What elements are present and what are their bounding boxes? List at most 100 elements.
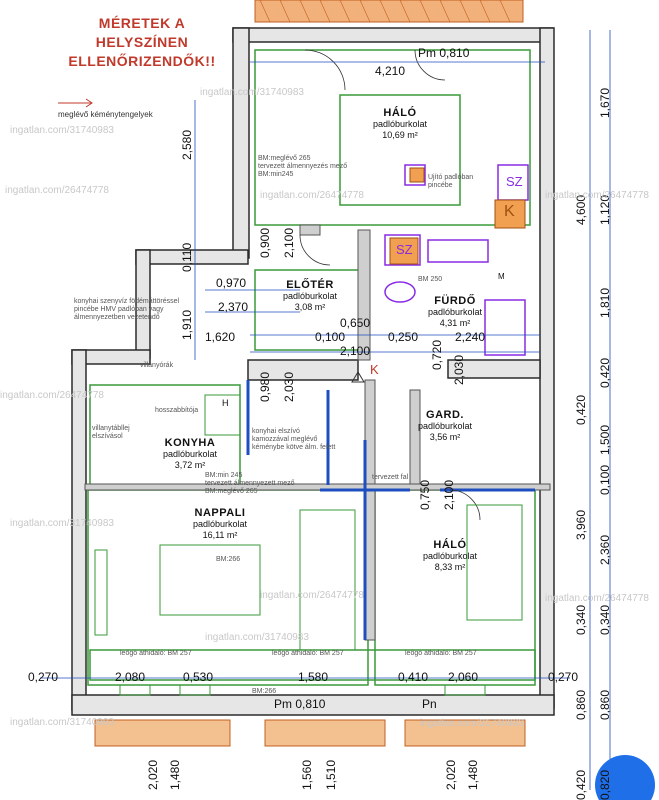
dim-b0530: 0,530: [183, 670, 214, 684]
vdim-bt2020b: 2,020: [444, 759, 458, 790]
watermark: ingatlan.com/26474778: [260, 590, 364, 601]
vdim-0860b: 0,860: [598, 689, 612, 720]
dim-pn: Pn: [422, 697, 437, 711]
vdim-2030a: 2,030: [282, 371, 296, 402]
dim-2370: 2,370: [218, 300, 249, 314]
room-area: 16,11 m²: [202, 530, 238, 540]
vdim-1810: 1,810: [598, 287, 612, 318]
chimney-boxes: [389, 167, 526, 265]
watermark: ingatlan.com/31740983: [10, 717, 114, 728]
room-name: KONYHA: [164, 437, 216, 449]
note-bm-min245-1: BM:min 245: [205, 472, 243, 479]
vdim-0980: 0,980: [258, 371, 272, 402]
note-bm265-3: BM:min245: [258, 171, 294, 178]
dim-b0410: 0,410: [398, 670, 429, 684]
walls: [71, 27, 555, 716]
note-legoto-1: leõgó áthidaló: BM 257: [120, 650, 192, 657]
note-bm265: BM:meglévő 265 tervezett álmennyezés mez…: [258, 155, 378, 179]
note-hosszabb: hosszabbítója: [155, 407, 199, 414]
bottom-windows: [94, 719, 526, 747]
dim-b0270b: 0,270: [548, 670, 579, 684]
dim-2240: 2,240: [455, 330, 486, 344]
watermark: ingatlan.com/31740983: [420, 718, 524, 729]
label-m: M: [498, 272, 505, 281]
note-bm266b: BM:266: [252, 688, 277, 695]
watermark: ingatlan.com/26474778: [545, 593, 649, 604]
dim-0250: 0,250: [388, 330, 419, 344]
label-sz-1: SZ: [506, 174, 523, 189]
room-floor: padlóburkolat: [162, 449, 218, 459]
vdim-1670: 1,670: [598, 87, 612, 118]
blue-walls: [246, 380, 535, 640]
vdim-0100: 0,100: [598, 464, 612, 495]
dim-b0270a: 0,270: [28, 670, 59, 684]
vdim-2030b: 2,030: [452, 354, 466, 385]
room-area: 3,08 m²: [294, 302, 326, 312]
watermark: ingatlan.com/31740983: [205, 632, 309, 643]
warning-line-1: MÉRETEK A: [98, 15, 186, 31]
vdim-0860a: 0,860: [574, 689, 588, 720]
note-legoto-2: leőgó áthidaló: BM 257: [272, 650, 344, 657]
label-sz-2: SZ: [396, 242, 413, 257]
watermark: ingatlan.com/31740983: [10, 125, 114, 136]
note-bm265-1: BM:meglévő 265: [258, 155, 311, 162]
vdim-bt1560: 1,560: [300, 759, 314, 790]
room-area: 4,31 m²: [439, 318, 471, 328]
vdim-2360: 2,360: [598, 534, 612, 565]
note-bm-min245-2: tervezett álmennyezett mező: [205, 480, 295, 487]
note-bm250: BM 250: [418, 276, 443, 283]
corner-circle: [595, 755, 655, 800]
bathroom-fixtures: [384, 164, 529, 356]
watermark: ingatlan.com/31740983: [10, 518, 114, 529]
room-area: 3,56 m²: [429, 432, 461, 442]
note-bm265-2: tervezett álmennyezés mező: [258, 163, 348, 170]
room-floor: padlóburkolat: [192, 519, 248, 529]
room-name: FÜRDŐ: [434, 295, 476, 307]
room-eloter: ELŐTÉR padlóburkolat 3,08 m²: [260, 280, 360, 313]
room-floor: padlóburkolat: [282, 291, 338, 301]
vdim-bt1480a: 1,480: [168, 759, 182, 790]
warning-line-3: ELLENŐRIZENDŐK!!: [68, 53, 216, 69]
dim-pm-bottom: Pm 0,810: [274, 697, 326, 711]
room-gard: GARD. padlóburkolat 3,56 m²: [395, 410, 495, 443]
vdim-0900: 0,900: [258, 227, 272, 258]
label-k-2: K: [370, 362, 379, 377]
vdim-2100b: 2,100: [442, 479, 456, 510]
balcony-hatch: [254, 0, 524, 23]
warning-line-2: HELYSZÍNEN: [95, 34, 189, 50]
dim-4210: 4,210: [375, 64, 406, 78]
warning-note: MÉRETEK A HELYSZÍNEN ELLENŐRIZENDŐK!!: [52, 14, 232, 71]
note-legoto-3: leõgó áthidaló: BM 257: [405, 650, 477, 657]
dim-b2080: 2,080: [115, 670, 146, 684]
room-name: NAPPALI: [194, 507, 246, 519]
vdim-0420a: 0,420: [598, 357, 612, 388]
room-floor: padlóburkolat: [372, 119, 428, 129]
dim-0650: 0,650: [340, 316, 371, 330]
watermark: ingatlan.com/31740983: [200, 87, 304, 98]
furniture: [94, 394, 523, 696]
vdim-0420b: 0,420: [574, 394, 588, 425]
vdim-0750: 0,750: [418, 479, 432, 510]
room-name: GARD.: [426, 409, 464, 421]
room-name: ELŐTÉR: [286, 279, 334, 291]
room-furdo: FÜRDŐ padlóburkolat 4,31 m²: [405, 296, 505, 329]
vdim-bt0820: 0,820: [598, 769, 612, 800]
room-name: HÁLÓ: [383, 107, 417, 119]
note-tervezett-fal: tervezett fal: [372, 474, 409, 481]
vdim-3960: 3,960: [574, 509, 588, 540]
room-floor: padlóburkolat: [427, 307, 483, 317]
dim-0100: 0,100: [315, 330, 346, 344]
note-villanyorak: villanyórák: [140, 362, 174, 369]
room-halo-bottom: HÁLÓ padlóburkolat 8,33 m²: [395, 540, 505, 573]
note-bm-min245: BM:min 245 tervezett álmennyezett mező B…: [205, 472, 335, 496]
dimension-lines: [40, 30, 611, 790]
note-konyhai-elszivo: konyhai elszívó kamozzával meglévő kémén…: [252, 428, 336, 451]
watermark: ingatlan.com/26474778: [545, 190, 649, 201]
dim-pm-top: Pm 0,810: [418, 46, 470, 60]
room-name: HÁLÓ: [433, 539, 467, 551]
watermark: ingatlan.com/26474778: [260, 190, 364, 201]
vdim-bt1510: 1,510: [324, 759, 338, 790]
vdim-bt0420: 0,420: [574, 769, 588, 800]
note-villanyt: villanytábllej elszívásol: [92, 425, 130, 440]
note-bm266: BM:266: [216, 556, 241, 563]
